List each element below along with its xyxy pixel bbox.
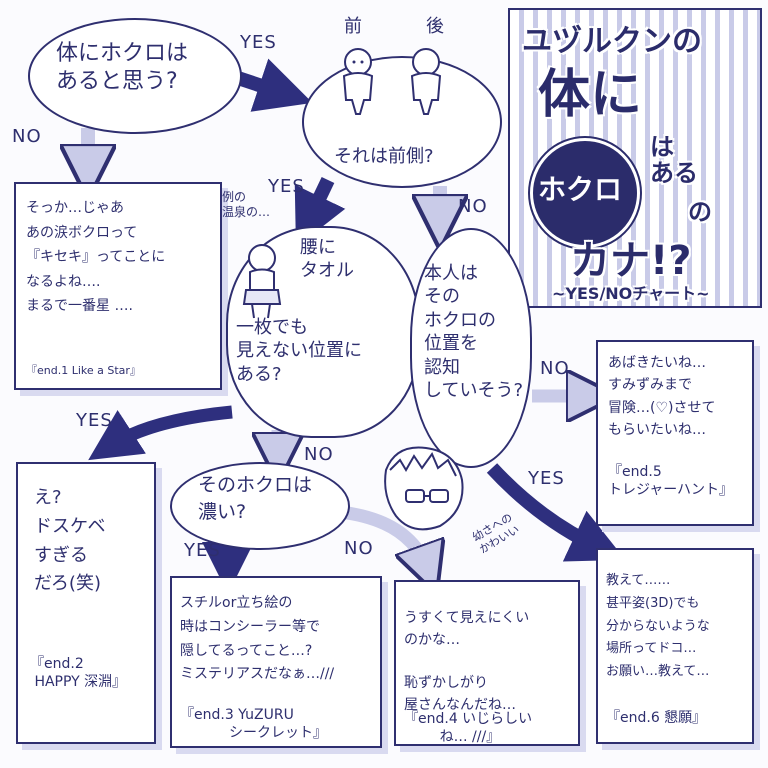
- label-q2-yes: YES: [268, 176, 305, 197]
- label-q1-yes: YES: [240, 32, 277, 53]
- question-4-text: 本人は その ホクロの 位置を 認知 していそう?: [424, 263, 524, 401]
- title-wa-aru: は ある: [650, 133, 698, 188]
- question-5-bubble: [170, 462, 350, 550]
- title-panel: ユヅルクンの 体に ホクロ は ある の カナ!? ~YES/NOチャート~: [508, 8, 762, 308]
- arrow-q1-yes: [235, 58, 313, 112]
- end-4-box: [394, 580, 580, 746]
- title-no: の: [688, 198, 712, 226]
- end-6-tag: 『end.6 懇願』: [606, 710, 707, 726]
- arrow-q2-yes: [294, 176, 346, 248]
- question-2-text: それは前側?: [334, 146, 434, 167]
- end-4-text: うすくて見えにくい のかな… 恥ずかしがり 屋さんなんだね…: [404, 610, 530, 713]
- label-q3-no: NO: [304, 444, 334, 465]
- question-1-bubble: [28, 18, 242, 134]
- label-q4-no: NO: [540, 358, 570, 379]
- arrow-q4-yes: [486, 463, 626, 562]
- question-1-text: 体にホクロは あると思う?: [56, 41, 189, 94]
- end-4-tag: 『end.4 いじらしい ね… ///』: [404, 711, 533, 746]
- title-line2: 体に: [538, 65, 643, 125]
- question-3-text-b: 一枚でも見えない位置にある?: [236, 317, 362, 385]
- arrow-q5-no: [339, 505, 428, 570]
- end-3-box: [170, 576, 382, 748]
- end-3-tag: 『end.3 YuZURU シークレット』: [180, 707, 327, 742]
- figure-front-back-icon: [342, 48, 442, 115]
- front-label: 前: [344, 16, 362, 37]
- title-line1: ユヅルクンの: [522, 24, 702, 59]
- question-5-text: そのホクロは 濃い?: [198, 474, 313, 523]
- end-6-box: [596, 548, 754, 744]
- label-q5-no: NO: [344, 538, 374, 559]
- end-6-text: 教えて…… 甚平姿(3D)でも 分からないような 場所ってドコ… お願い…教えて…: [606, 573, 710, 679]
- end-2-box: [16, 462, 156, 744]
- label-q5-yes: YES: [184, 540, 221, 561]
- question-4-bubble: [410, 228, 532, 468]
- title-line4: カナ!?: [570, 238, 692, 284]
- end-3-text: スチルor立ち絵の 時はコンシーラー等で 隠してるってこと…? ミステリアスだな…: [180, 595, 335, 683]
- end-1-tag: 『end.1 Like a Star』: [26, 364, 141, 377]
- label-q4-yes: YES: [528, 468, 565, 489]
- end-5-box: [596, 340, 754, 526]
- question-3-text-a: 腰にタオル: [300, 237, 354, 282]
- end-2-text: え? ドスケベ すぎる だろ(笑): [34, 487, 106, 595]
- title-sub: ~YES/NOチャート~: [552, 284, 710, 303]
- end-1-box: [14, 182, 222, 390]
- title-mole-circle: [530, 138, 640, 248]
- end-1-text: そっか…じゃあ あの涙ボクロって 『キセキ』ってことに なるよね…. まるで一番…: [26, 200, 166, 314]
- title-mole-text: ホクロ: [538, 173, 623, 206]
- character-face-icon: [384, 446, 464, 531]
- end-5-text: あばきたいね… すみずみまで 冒険…(♡)させて もらいたいね…: [608, 355, 716, 439]
- end-2-tag: 『end.2 HAPPY 深淵』: [30, 656, 127, 690]
- back-label: 後: [426, 16, 444, 37]
- question-3-note: 例の 温泉の…: [222, 190, 271, 219]
- label-q3-yes: YES: [76, 410, 113, 431]
- label-q1-no: NO: [12, 126, 42, 147]
- end-5-tag: 『end.5 トレジャーハント』: [608, 464, 734, 498]
- towel-figure-icon: [242, 244, 282, 319]
- question-2-bubble: [302, 56, 502, 188]
- label-q2-no: NO: [458, 196, 488, 217]
- arrow-q3-yes: [88, 405, 233, 461]
